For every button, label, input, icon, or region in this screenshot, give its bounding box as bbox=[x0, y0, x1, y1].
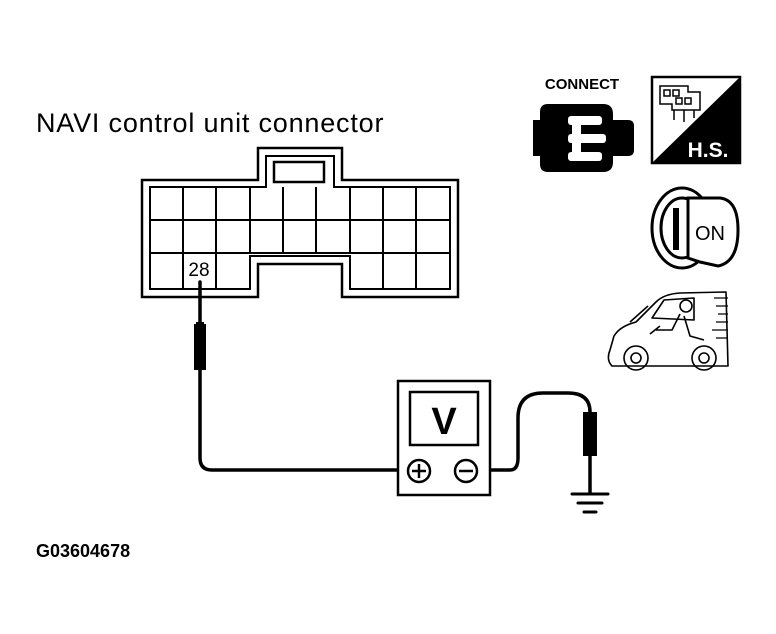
positive-probe-tip-band bbox=[196, 322, 204, 326]
voltmeter-label: V bbox=[431, 401, 457, 443]
positive-lead-wire bbox=[198, 280, 400, 472]
connector-title: NAVI control unit connector bbox=[36, 108, 384, 138]
pin-28-label: 28 bbox=[188, 260, 209, 281]
connect-label: CONNECT bbox=[545, 76, 619, 93]
harness-side-label: H.S. bbox=[688, 139, 729, 162]
ignition-on-label: ON bbox=[695, 223, 725, 245]
figure-id: G03604678 bbox=[36, 541, 130, 561]
connector-cell-grid bbox=[150, 187, 450, 289]
negative-probe bbox=[583, 412, 597, 456]
harness-side-icon: H.S. bbox=[650, 75, 742, 165]
voltmeter-display bbox=[408, 390, 480, 447]
negative-lead-wire bbox=[484, 391, 592, 472]
connector-key-slot bbox=[272, 160, 326, 184]
positive-probe bbox=[194, 324, 206, 370]
voltmeter: V bbox=[396, 379, 492, 497]
wiring bbox=[198, 280, 592, 494]
connector-outer-shell bbox=[140, 146, 460, 299]
connector-inner-shell bbox=[149, 155, 451, 290]
connect-icon: CONNECT bbox=[533, 76, 634, 172]
ignition-on-icon: ON bbox=[650, 186, 740, 270]
ground-symbol bbox=[570, 492, 610, 514]
connector bbox=[140, 146, 460, 299]
driver-in-vehicle-icon bbox=[607, 291, 729, 371]
